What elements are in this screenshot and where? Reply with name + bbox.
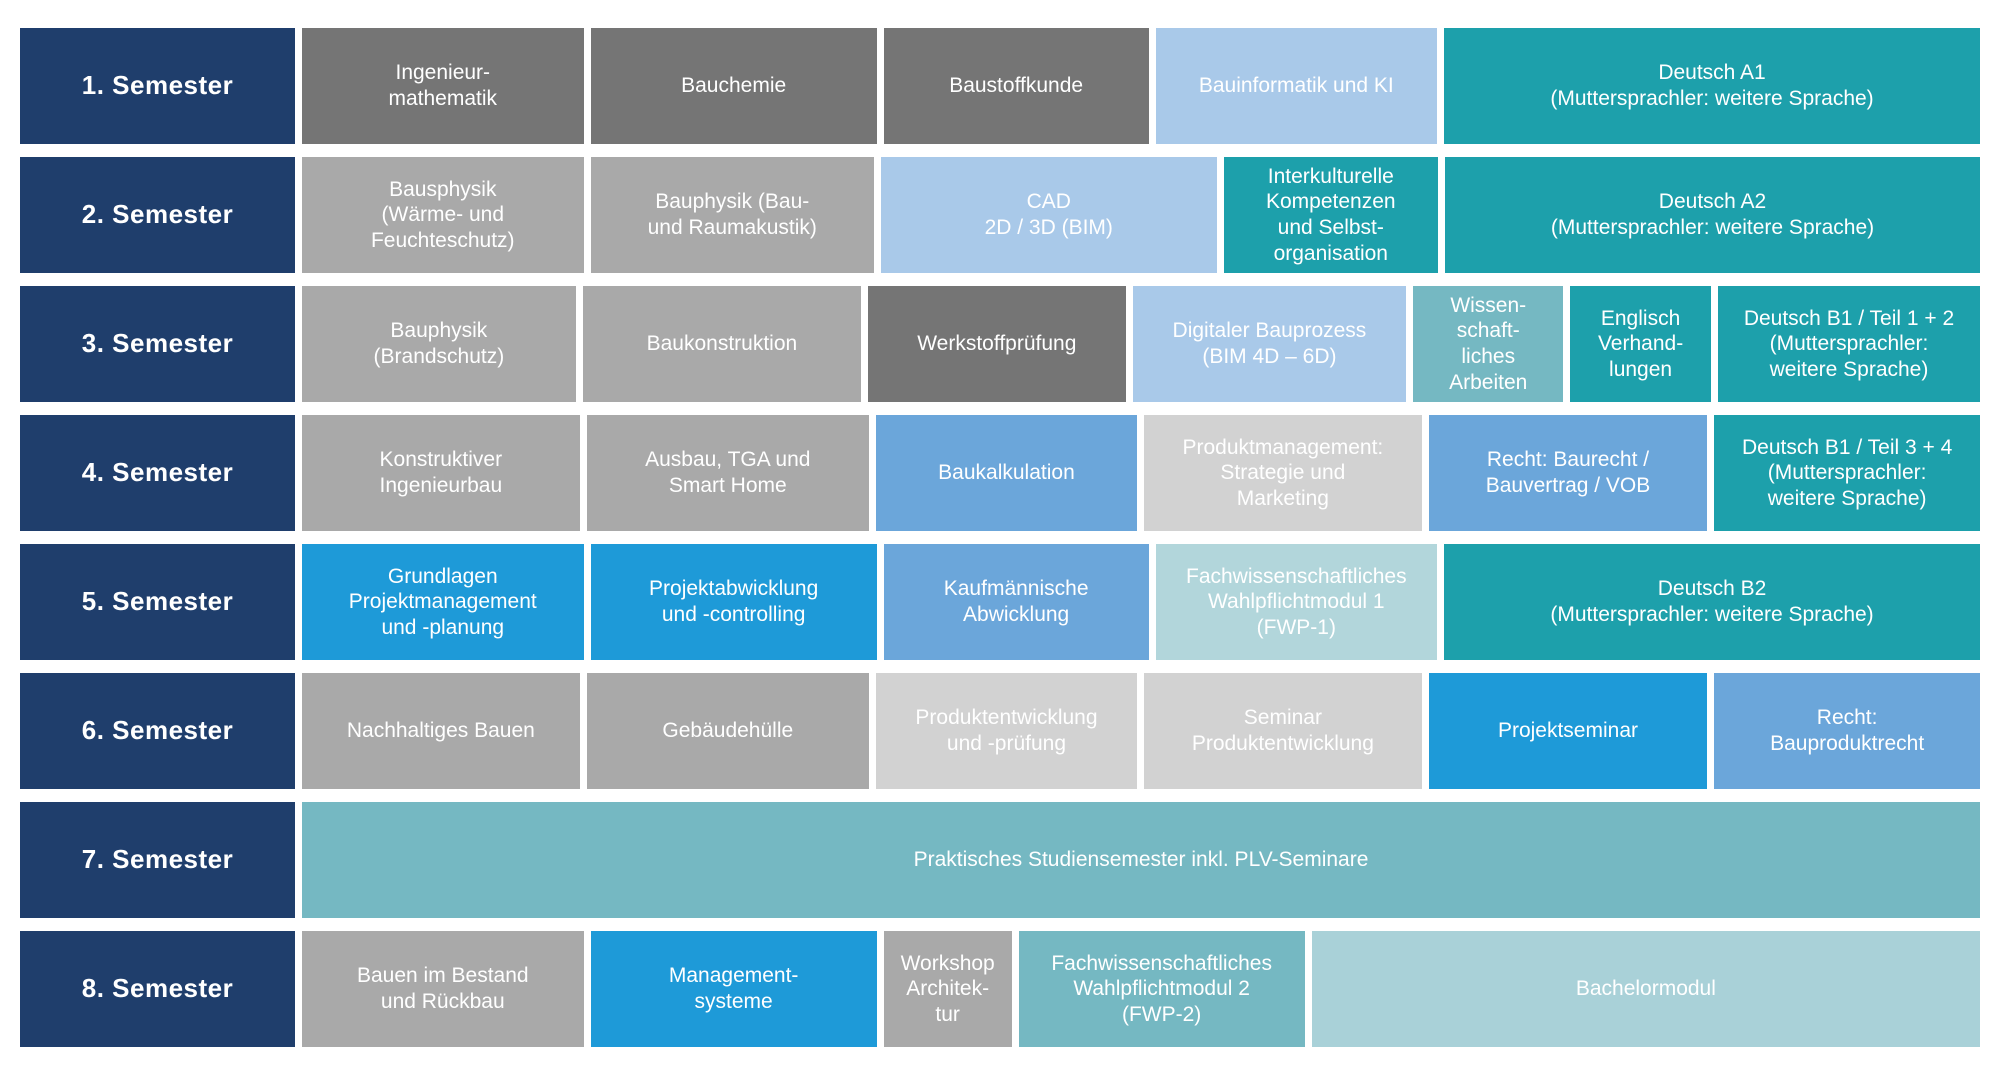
module-cell: Bausphysik (Wärme- und Feuchteschutz) [302, 157, 584, 273]
module-cell: Baukalkulation [875, 415, 1138, 531]
module-cell: CAD 2D / 3D (BIM) [880, 157, 1217, 273]
module-cell: Deutsch A1 (Muttersprachler: weitere Spr… [1444, 28, 1980, 144]
semester-label: 3. Semester [20, 286, 295, 402]
semester-label: 1. Semester [20, 28, 295, 144]
module-cell: Bauphysik (Brandschutz) [302, 286, 576, 402]
module-cell: Bachelormodul [1311, 931, 1980, 1047]
module-cell: Digitaler Bauprozess (BIM 4D – 6D) [1132, 286, 1407, 402]
semester-label: 7. Semester [20, 802, 295, 918]
module-cell: Produktmanagement: Strategie und Marketi… [1144, 415, 1422, 531]
module-cell: Management- systeme [590, 931, 877, 1047]
module-cell: Produktentwicklung und -prüfung [875, 673, 1138, 789]
semester-label: 2. Semester [20, 157, 295, 273]
module-cell: Deutsch B2 (Muttersprachler: weitere Spr… [1444, 544, 1980, 660]
module-cell: Baukonstruktion [582, 286, 862, 402]
module-cell: Deutsch B1 / Teil 3 + 4 (Muttersprachler… [1714, 415, 1980, 531]
module-cell: Seminar Produktentwicklung [1144, 673, 1422, 789]
module-cell: Ausbau, TGA und Smart Home [586, 415, 869, 531]
module-cell: Wissen- schaft- liches Arbeiten [1413, 286, 1564, 402]
module-cell: Bauinformatik und KI [1155, 28, 1438, 144]
semester-label: 8. Semester [20, 931, 295, 1047]
module-cell: Recht: Bauproduktrecht [1714, 673, 1980, 789]
semester-label: 5. Semester [20, 544, 295, 660]
module-cell: Projektabwicklung und -controlling [590, 544, 877, 660]
module-cell: Fachwissenschaftliches Wahlpflichtmodul … [1155, 544, 1438, 660]
module-cell: Baustoffkunde [883, 28, 1149, 144]
module-cell: Werkstoffprüfung [868, 286, 1126, 402]
module-cell: Fachwissenschaftliches Wahlpflichtmodul … [1018, 931, 1305, 1047]
module-cell: Kaufmännische Abwicklung [883, 544, 1149, 660]
semester-label: 6. Semester [20, 673, 295, 789]
module-cell: Praktisches Studiensemester inkl. PLV-Se… [302, 802, 1980, 918]
module-cell: Nachhaltiges Bauen [302, 673, 580, 789]
module-cell: Konstruktiver Ingenieurbau [302, 415, 580, 531]
module-cell: Grundlagen Projektmanagement und -planun… [302, 544, 584, 660]
module-cell: Gebäudehülle [586, 673, 869, 789]
module-cell: Bauphysik (Bau- und Raumakustik) [590, 157, 874, 273]
module-cell: Deutsch A2 (Muttersprachler: weitere Spr… [1445, 157, 1980, 273]
module-cell: Interkulturelle Kompetenzen und Selbst- … [1223, 157, 1439, 273]
module-cell: Englisch Verhand- lungen [1570, 286, 1711, 402]
module-cell: Deutsch B1 / Teil 1 + 2 (Muttersprachler… [1717, 286, 1980, 402]
module-cell: Ingenieur- mathematik [302, 28, 584, 144]
module-cell: Recht: Baurecht / Bauvertrag / VOB [1428, 415, 1708, 531]
module-cell: Workshop Architek- tur [883, 931, 1012, 1047]
module-cell: Bauen im Bestand und Rückbau [302, 931, 584, 1047]
module-cell: Projektseminar [1428, 673, 1708, 789]
semester-label: 4. Semester [20, 415, 295, 531]
module-cell: Bauchemie [590, 28, 877, 144]
